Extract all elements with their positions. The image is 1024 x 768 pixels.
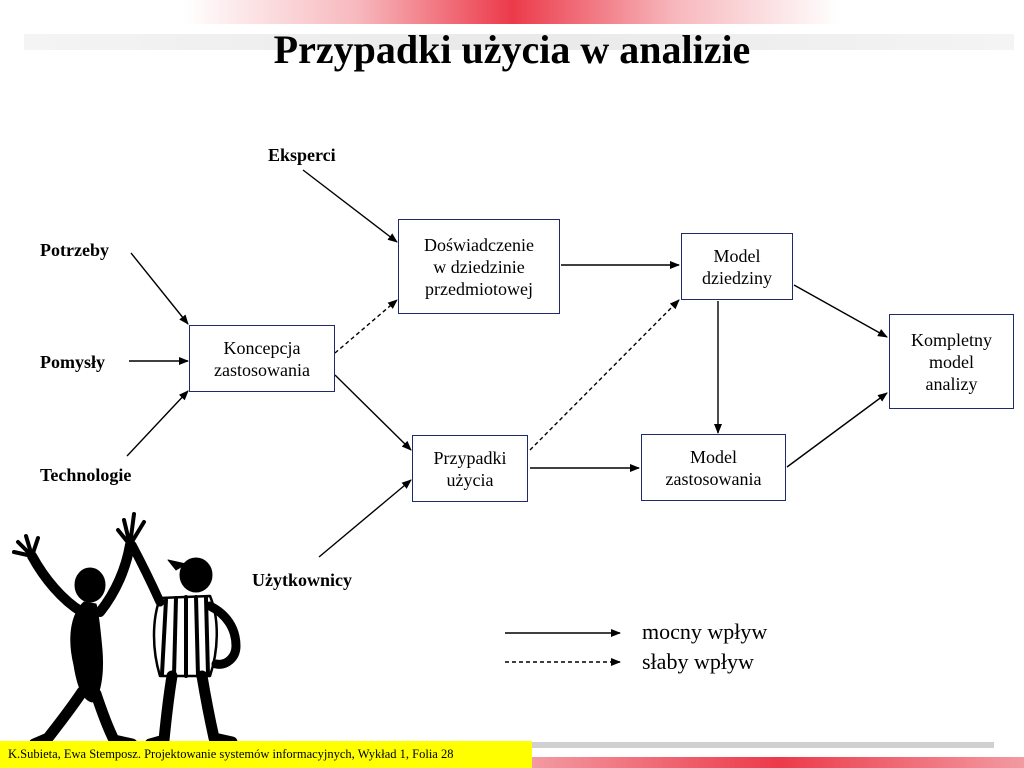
- box-koncepcja-text: Koncepcja zastosowania: [214, 337, 310, 380]
- box-kompletny-text: Kompletny model analizy: [911, 329, 992, 394]
- footer-red-band: [532, 757, 1024, 768]
- arrow-technologie-koncepcja: [126, 390, 189, 457]
- box-doswiadczenie: Doświadczenie w dziedzinie przedmiotowej: [398, 219, 560, 314]
- arrow-koncepcja-przypadki: [334, 374, 412, 451]
- label-uzytkownicy: Użytkownicy: [252, 570, 352, 590]
- box-model-zastosowania-text: Model zastosowania: [665, 446, 762, 489]
- label-potrzeby: Potrzeby: [40, 240, 109, 260]
- arrow-model-dziedziny-kompletny: [793, 284, 888, 338]
- box-doswiadczenie-text: Doświadczenie w dziedzinie przedmiotowej: [424, 234, 534, 299]
- box-koncepcja-zastosowania: Koncepcja zastosowania: [189, 325, 335, 392]
- box-model-zastosowania: Model zastosowania: [641, 434, 786, 501]
- legend-weak-label: słaby wpływ: [642, 649, 754, 674]
- arrow-potrzeby-koncepcja: [130, 252, 189, 325]
- arrow-eksperci-doswiadczenie: [302, 169, 398, 243]
- top-decorative-band: [0, 0, 1024, 24]
- label-technologie: Technologie: [40, 465, 132, 485]
- arrow-przypadki-model-dziedziny-weak: [529, 299, 680, 451]
- box-model-dziedziny-text: Model dziedziny: [702, 245, 772, 288]
- label-eksperci: Eksperci: [268, 145, 336, 165]
- box-przypadki-text: Przypadki użycia: [433, 447, 507, 490]
- title-underlay: [24, 34, 1014, 50]
- box-przypadki-uzycia: Przypadki użycia: [412, 435, 528, 502]
- box-model-dziedziny: Model dziedziny: [681, 233, 793, 300]
- slide-title: Przypadki użycia w analizie: [273, 27, 751, 72]
- legend-strong-label: mocny wpływ: [642, 619, 768, 644]
- label-pomysly: Pomysły: [40, 352, 105, 372]
- cheering-figures-clipart: [12, 512, 241, 750]
- footer-gray-rule: [532, 742, 994, 748]
- box-kompletny-model-analizy: Kompletny model analizy: [889, 314, 1014, 409]
- arrow-uzytkownicy-przypadki: [318, 479, 412, 558]
- arrow-model-zastosowania-kompletny: [786, 392, 888, 468]
- footer-citation: K.Subieta, Ewa Stemposz. Projektowanie s…: [0, 741, 532, 768]
- arrow-koncepcja-doswiadczenie-weak: [334, 299, 398, 354]
